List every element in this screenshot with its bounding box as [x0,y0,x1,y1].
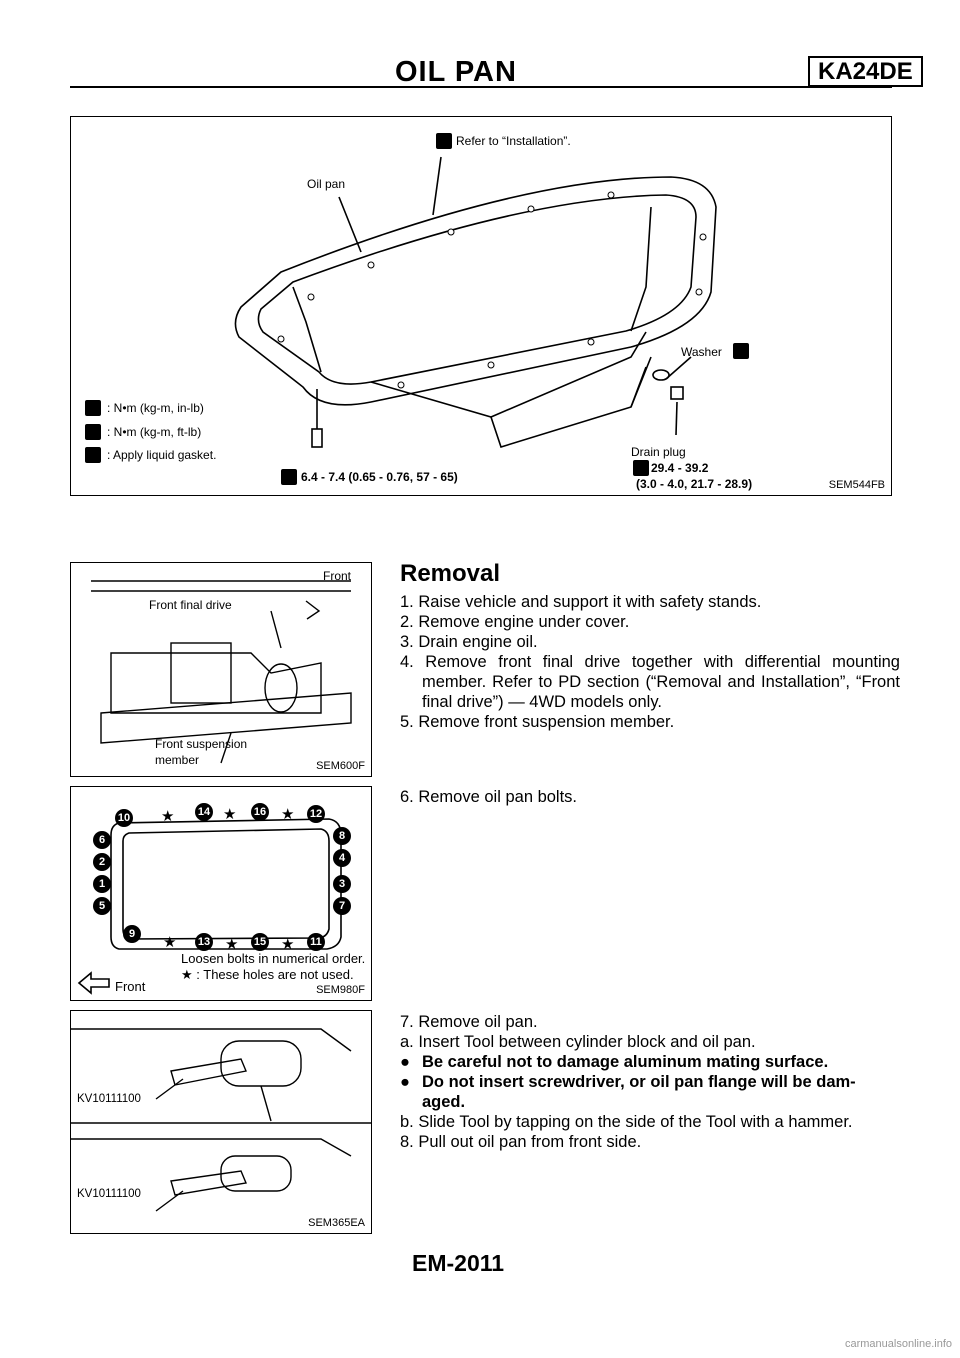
tool-hammer-drawing [71,1028,371,1212]
bolt-number-badge: 7 [333,897,351,915]
caution-text: Be careful not to damage aluminum mating… [422,1053,829,1071]
oil-pan-drawing [234,156,717,448]
bullet-icon: ● [400,1073,410,1091]
oil-pan-figure: Refer to “Installation”. Oil pan Washer … [70,116,892,496]
front-suspension-label-2: member [155,753,200,767]
bolt-number-badge: 9 [123,925,141,943]
bolt-number-badge: 6 [93,831,111,849]
bolt-number-badge: 15 [251,933,269,951]
tool-number-label: KV10111100 [77,1093,141,1105]
bolt-order-figure: Loosen bolts in numerical order. ★ : The… [70,786,372,1001]
bolt-number-badge: 5 [93,897,111,915]
front-suspension-label: Front suspension [155,737,248,751]
unused-holes-note: ★ : These holes are not used. [181,967,354,982]
bullet-icon: ● [400,1053,410,1071]
star-icon: ★ [281,806,295,823]
bolt-loosen-note: Loosen bolts in numerical order. [181,951,366,966]
tool-insertion-figure: KV10111100 KV10111100 SEM365EA [70,1010,372,1234]
header-rule [70,86,892,88]
page-title: OIL PAN [395,56,517,88]
star-icon: ★ [163,934,177,951]
step-item: b. Slide Tool by tapping on the side of … [400,1113,853,1131]
star-icon: ★ [223,806,237,823]
legend-item: : N•m (kg-m, ft-lb) [107,425,202,439]
drain-plug-torque-units: (3.0 - 4.0, 21.7 - 28.9) [636,477,753,491]
bolt-number-badge: 12 [307,805,325,823]
front-final-drive-label: Front final drive [149,598,232,612]
bolt-number-badge: 16 [251,803,269,821]
torque-ft-lb-icon [85,424,101,440]
bolt-number-badge: 13 [195,933,213,951]
star-icon: ★ [161,808,175,825]
refer-installation-callout: Refer to “Installation”. [456,134,571,148]
torque-ft-lb-icon [633,460,649,476]
step-item: 7. Remove oil pan. [400,1013,538,1031]
figure-code: SEM544FB [828,479,885,491]
step-item: 1. Raise vehicle and support it with saf… [400,593,762,611]
bolt-torque: 6.4 - 7.4 (0.65 - 0.76, 57 - 65) [301,470,458,484]
legend-item: : N•m (kg-m, in-lb) [107,401,204,415]
removal-step-6: 6. Remove oil pan bolts. [400,787,900,807]
torque-in-lb-icon [281,469,297,485]
watermark: carmanualsonline.info [844,1338,952,1350]
figure-code: SEM365EA [308,1217,365,1229]
drain-plug-callout: Drain plug [631,445,686,459]
front-final-drive-figure: Front Front final drive Front suspension… [70,562,372,777]
figure-code: SEM600F [316,760,365,772]
bolt-number-badge: 3 [333,875,351,893]
caution-text: Do not insert screwdriver, or oil pan fl… [422,1073,856,1111]
caution-bullet: ● Do not insert screwdriver, or oil pan f… [400,1072,900,1112]
bolt-number-badge: 1 [93,875,111,893]
removal-steps-1: 1. Raise vehicle and support it with saf… [400,592,900,732]
engine-model-badge: KA24DE [808,56,923,87]
bolt-number-badge: 4 [333,849,351,867]
washer-callout: Washer [681,345,722,359]
front-label: Front [115,979,146,994]
removal-steps-7: 7. Remove oil pan. a. Insert Tool betwee… [400,1012,900,1152]
caution-bullet: ● Be careful not to damage aluminum matin… [400,1052,900,1072]
front-label: Front [323,569,352,583]
step-item: 5. Remove front suspension member. [400,713,675,731]
step-item: 8. Pull out oil pan from front side. [400,1133,642,1151]
step-item: 4. Remove front final drive together wit… [400,653,900,711]
step-item: 6. Remove oil pan bolts. [400,788,578,806]
bolt-number-badge: 11 [307,933,325,951]
oil-pan-callout: Oil pan [307,177,346,191]
tool-number-label: KV10111100 [77,1188,141,1200]
step-item: 3. Drain engine oil. [400,633,538,651]
step-item: a. Insert Tool between cylinder block an… [400,1033,756,1051]
step-item: 2. Remove engine under cover. [400,613,630,631]
bolt-number-badge: 2 [93,853,111,871]
star-icon: ★ [281,936,295,953]
torque-in-lb-icon [85,400,101,416]
bolt-number-badge: 14 [195,803,213,821]
replace-washer-icon [733,343,749,359]
front-final-drive-drawing [91,580,352,764]
drain-plug-torque: 29.4 - 39.2 [651,461,709,475]
liquid-gasket-icon [85,447,101,463]
figure-code: SEM980F [316,984,365,996]
page-number: EM-2011 [412,1250,505,1276]
legend-item: : Apply liquid gasket. [107,448,217,462]
liquid-gasket-icon [436,133,452,149]
star-icon: ★ [225,936,239,953]
section-title: Removal [400,560,501,587]
bolt-number-badge: 8 [333,827,351,845]
bolt-number-badge: 10 [115,809,133,827]
